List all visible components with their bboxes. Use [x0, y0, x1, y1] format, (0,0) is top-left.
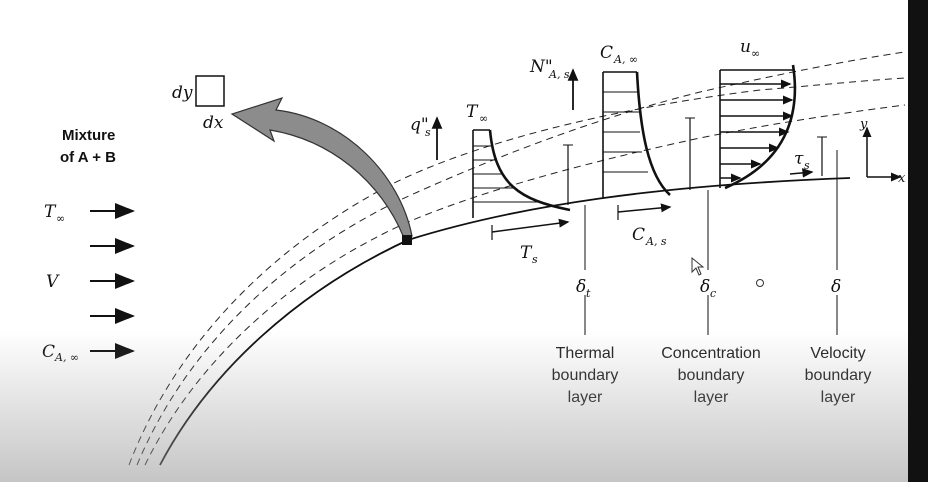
pointer-dot-icon [756, 279, 764, 287]
c-inf-top-sub: A, ∞ [613, 53, 638, 66]
concentration-caption-line2: boundary [678, 367, 745, 384]
wall-surface [159, 177, 851, 466]
x-axis-label: x [898, 171, 906, 186]
c-inf-left-sub: A, ∞ [54, 351, 79, 364]
tau-s-label: τ [794, 149, 804, 169]
thermal-caption-line1: Thermal [556, 345, 615, 362]
t-s-sub: s [532, 253, 538, 266]
window-edge [908, 0, 928, 482]
c-as-label: C [632, 225, 645, 245]
thermal-caption-line3: layer [568, 389, 603, 406]
t-inf-top-label: T [466, 102, 479, 122]
delta-c-label: δ [700, 277, 710, 297]
c-inf-top-label: C [600, 43, 613, 63]
element-pointer-arrow [230, 96, 413, 239]
delta-t-label: δ [576, 277, 586, 297]
t-s-label: T [520, 243, 533, 263]
dy-label: dy [172, 83, 193, 103]
concentration-profile [602, 71, 671, 198]
n-as-sub: A, s [548, 68, 570, 81]
surface-point-marker [402, 235, 412, 245]
thermal-caption-line2: boundary [552, 367, 619, 384]
mixture-label-line1: Mixture [62, 127, 115, 144]
t-inf-top-sub: ∞ [479, 112, 488, 125]
concentration-caption-line1: Concentration [661, 345, 761, 362]
thermal-boundary-edge [144, 104, 906, 466]
concentration-caption-line3: layer [694, 389, 729, 406]
tau-s-sub: s [804, 159, 810, 172]
ts-dimension-arrow [491, 218, 570, 233]
q-s-sub: s [425, 126, 431, 139]
q-s-label: q" [410, 115, 429, 135]
velocity-caption-line1: Velocity [810, 345, 865, 362]
delta-t-sub: t [586, 287, 591, 300]
velocity-boundary-edge [128, 77, 906, 466]
velocity-profile [719, 64, 797, 190]
mixture-label-line2: of A + B [60, 149, 116, 166]
velocity-caption-line3: layer [821, 389, 856, 406]
t-inf-left-sub: ∞ [56, 212, 65, 225]
delta-c-sub: c [710, 287, 716, 300]
u-inf-label: u [740, 37, 751, 57]
ca-s-dimension-arrow [617, 203, 672, 213]
c-inf-left-label: C [42, 342, 55, 362]
temperature-profile [472, 129, 571, 218]
velocity-freestream-label: V [46, 272, 60, 292]
y-axis-label: y [859, 117, 868, 132]
c-as-sub: A, s [645, 235, 667, 248]
velocity-caption-line2: boundary [805, 367, 872, 384]
t-inf-left-label: T [44, 202, 57, 222]
n-as-label: N" [529, 57, 553, 77]
u-inf-sub: ∞ [751, 47, 760, 60]
shear-stress-arrow [789, 168, 814, 178]
differential-element [195, 75, 225, 107]
mouse-cursor-icon [691, 256, 705, 276]
delta-label: δ [831, 277, 841, 297]
dx-label: dx [203, 113, 224, 133]
